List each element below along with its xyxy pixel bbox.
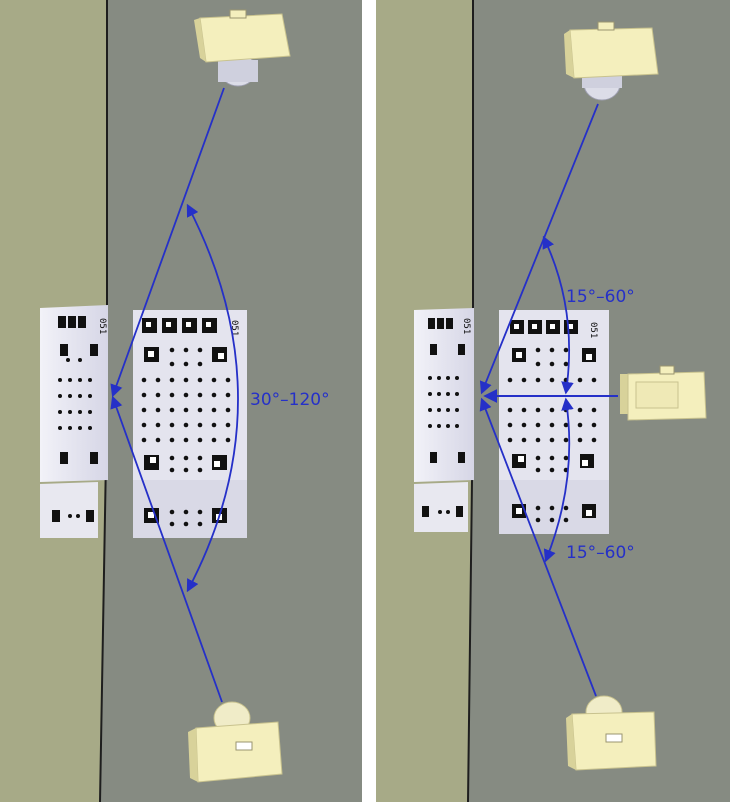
right-diagram: 051 051 [376, 0, 730, 802]
camera-icon [564, 21, 659, 101]
sight-line-bottom [479, 397, 597, 697]
angle-arc-icon [543, 397, 574, 563]
calibration-target-icon: 051 [499, 310, 609, 534]
sight-line-top [110, 87, 225, 398]
side-target-dots [428, 376, 459, 514]
side-target-dots [58, 358, 92, 518]
sight-line-bottom [110, 395, 223, 703]
plate-id-main: 051 [588, 322, 598, 338]
right-panel: 051 051 [376, 0, 730, 802]
side-target: 051 [40, 305, 108, 538]
camera-icon [566, 695, 657, 771]
left-diagram: 051 051 [0, 0, 362, 802]
left-panel: 051 051 [0, 0, 362, 802]
plate-id-side: 051 [97, 318, 107, 334]
side-target: 051 [414, 308, 474, 532]
angle-label-bottom: 15°–60° [566, 543, 635, 563]
angle-arc-icon [542, 235, 574, 395]
sight-line-top [479, 103, 599, 395]
plate-id-main: 051 [229, 320, 239, 336]
camera-icon [620, 365, 707, 421]
angle-label: 30°–120° [250, 390, 330, 410]
angle-label-top: 15°–60° [566, 287, 635, 307]
camera-icon [188, 701, 283, 783]
camera-icon [194, 9, 291, 87]
angle-arc-icon [186, 203, 239, 593]
plate-id-side: 051 [461, 318, 471, 334]
